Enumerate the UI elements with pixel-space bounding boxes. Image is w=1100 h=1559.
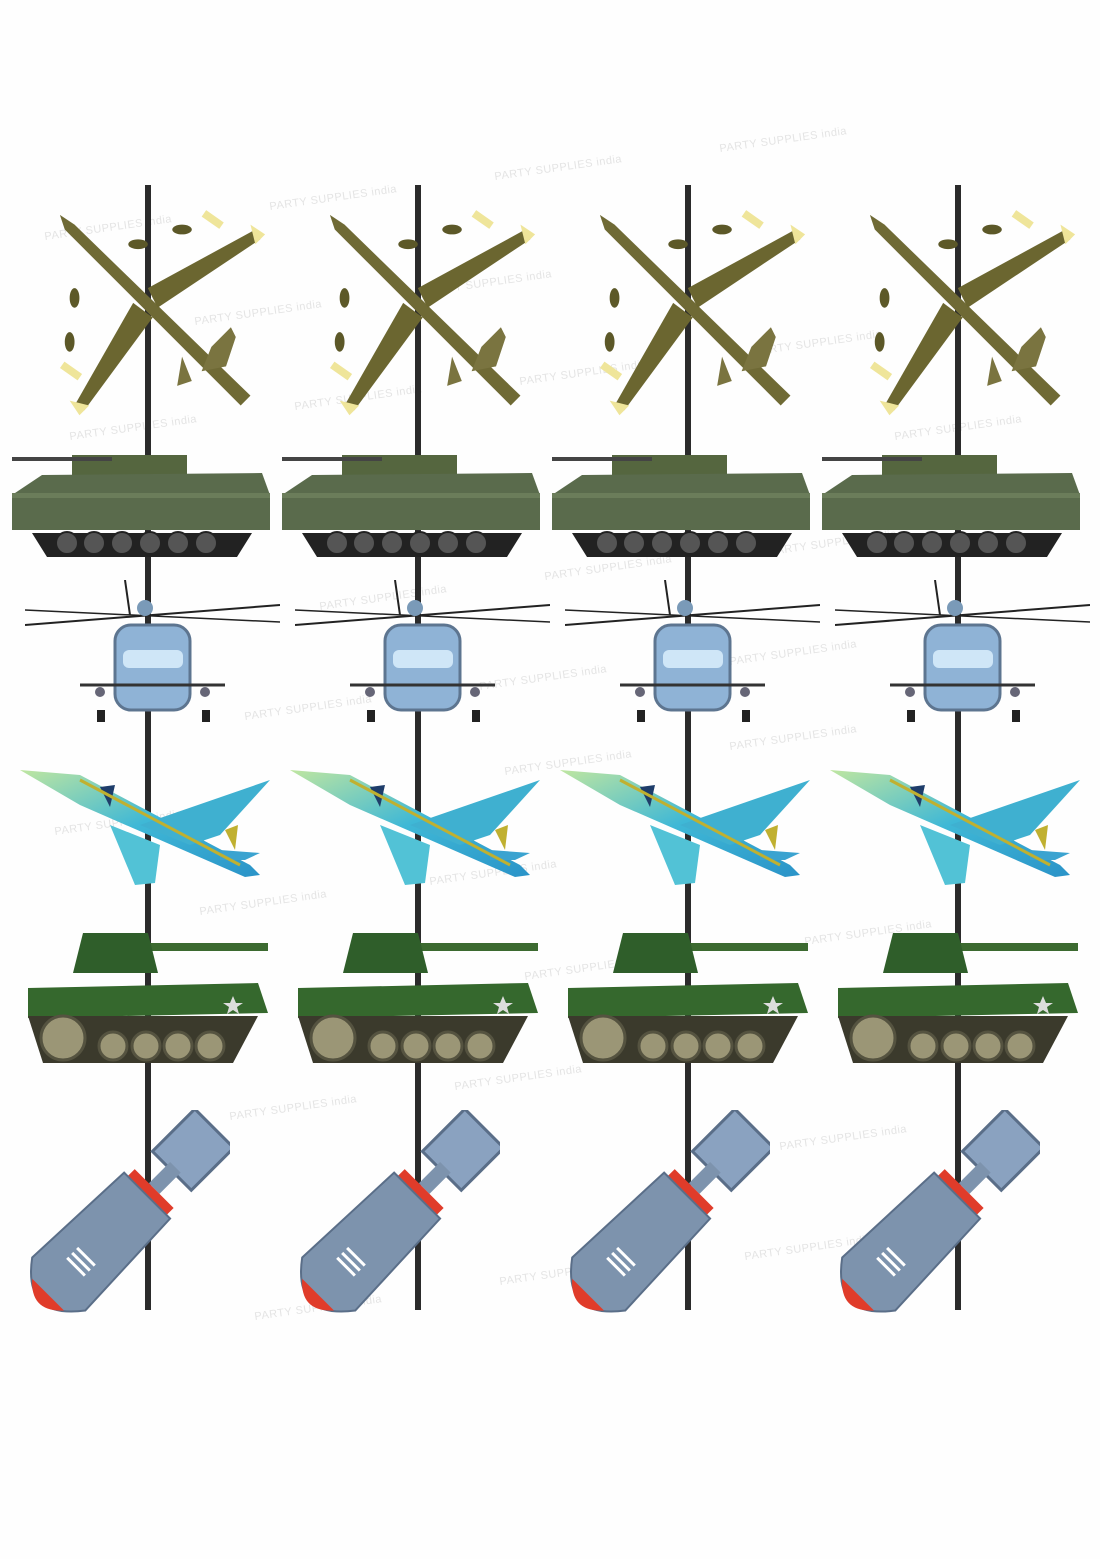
armored-vehicle-cutout <box>552 454 811 558</box>
watermark-text: PARTY SUPPLIES india <box>544 553 673 583</box>
watermark-text: PARTY SUPPLIES india <box>494 153 623 183</box>
garland-string <box>145 185 151 1310</box>
bomber-plane-cutout <box>869 210 1076 416</box>
watermark-text: PARTY SUPPLIES india <box>194 298 323 328</box>
helicopter-cutout <box>835 580 1090 724</box>
garland-string <box>955 185 961 1310</box>
garland-column <box>12 185 280 1330</box>
garland-column <box>552 185 820 1330</box>
bomb-cutout <box>555 1110 770 1330</box>
watermark-text: PARTY SUPPLIES india <box>454 1063 583 1093</box>
battle-tank-cutout <box>28 931 268 1065</box>
bomber-plane-cutout <box>329 210 536 416</box>
armored-vehicle-cutout <box>12 454 271 558</box>
helicopter-cutout <box>25 580 280 724</box>
garland-column <box>822 185 1090 1330</box>
garland-string <box>685 185 691 1310</box>
armored-vehicle-cutout <box>282 454 541 558</box>
bomb-cutout <box>285 1110 500 1330</box>
bomb-cutout <box>15 1110 230 1330</box>
watermark-text: PARTY SUPPLIES india <box>199 888 328 918</box>
watermark-text: PARTY SUPPLIES india <box>779 1123 908 1153</box>
watermark-text: PARTY SUPPLIES india <box>479 663 608 693</box>
watermark-text: PARTY SUPPLIES india <box>269 183 398 213</box>
watermark-text: PARTY SUPPLIES india <box>69 413 198 443</box>
garland-string <box>415 185 421 1310</box>
garland-columns <box>12 185 1090 1330</box>
watermark-text: PARTY SUPPLIES india <box>729 638 858 668</box>
bomber-plane-cutout <box>599 210 806 416</box>
garland-column <box>282 185 550 1330</box>
watermark-text: PARTY SUPPLIES india <box>244 693 373 723</box>
battle-tank-cutout <box>838 931 1078 1065</box>
watermark-text: PARTY SUPPLIES india <box>729 723 858 753</box>
battle-tank-cutout <box>568 931 808 1065</box>
watermark-text: PARTY SUPPLIES india <box>319 583 448 613</box>
watermark-text: PARTY SUPPLIES india <box>229 1093 358 1123</box>
battle-tank-cutout <box>298 931 538 1065</box>
armored-vehicle-cutout <box>822 454 1081 558</box>
watermark-text: PARTY SUPPLIES india <box>719 125 848 155</box>
